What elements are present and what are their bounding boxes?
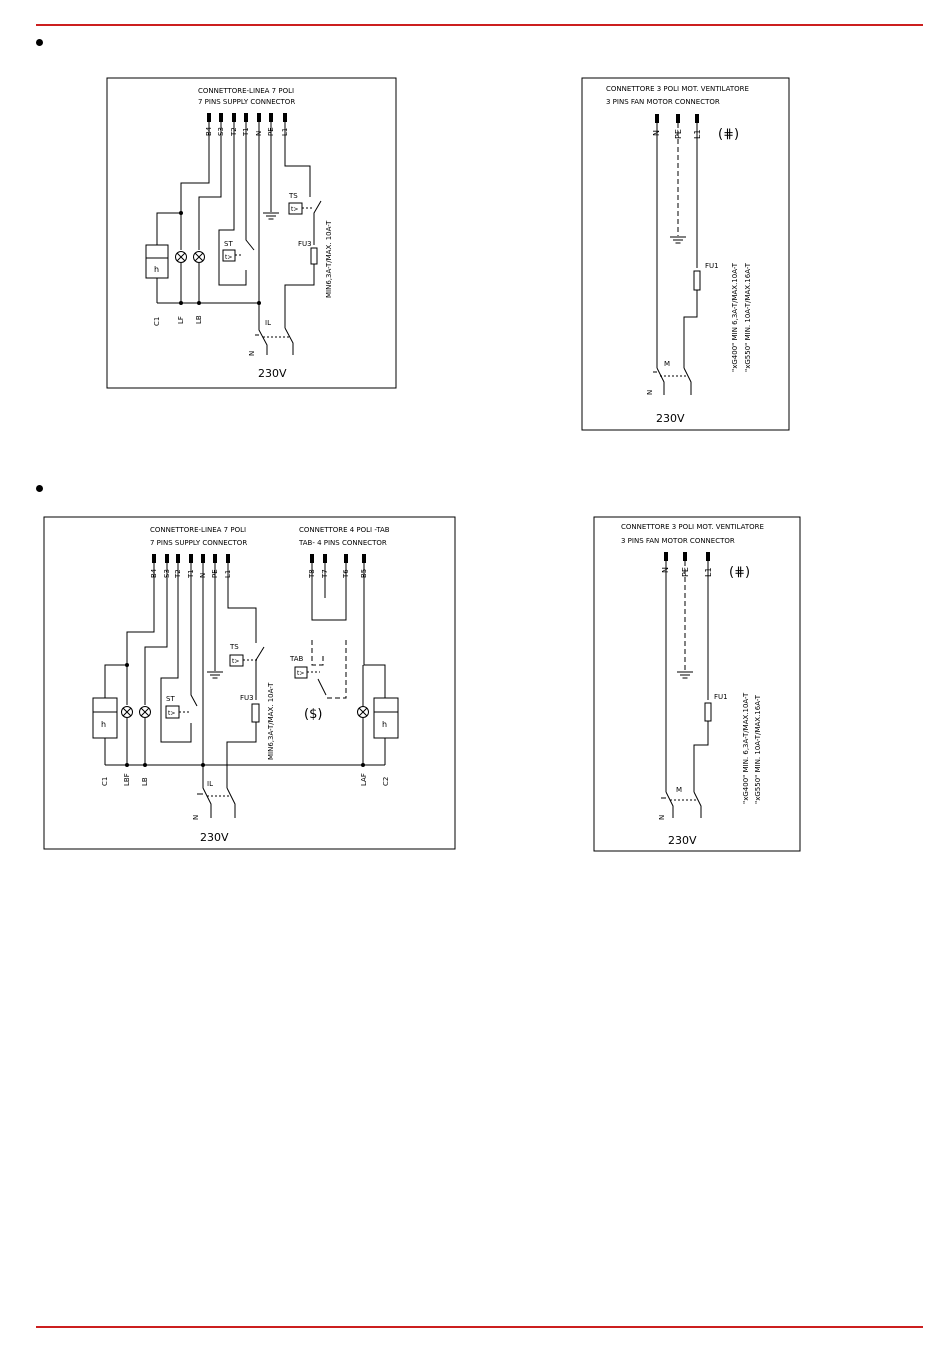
bullet-section-1 <box>36 39 43 46</box>
tab-connector-pins <box>309 553 367 564</box>
tab-label: TAB <box>289 655 304 663</box>
tab-connector-subtitle: TAB- 4 PINS CONNECTOR <box>298 539 387 547</box>
connector-pins <box>206 112 288 123</box>
fuse-label: FU3 <box>298 240 312 248</box>
connector-subtitle: 7 PINS SUPPLY CONNECTOR <box>150 539 247 547</box>
bottom-red-rule <box>36 1326 923 1328</box>
fuse-rating-2: "xG550" MIN. 10A-T/MAX.16A-T <box>754 694 762 804</box>
heater-c2 <box>373 697 399 739</box>
dollar-symbol: ($) <box>304 707 322 722</box>
diagram-frame <box>581 77 790 431</box>
fan-symbol: (⋕) <box>729 565 750 580</box>
voltage-label: 230V <box>258 367 287 380</box>
ts-label: TS <box>229 643 239 651</box>
switch-label: IL <box>265 319 271 327</box>
connector-title: CONNETTORE 3 POLI MOT. VENTILATORE <box>621 523 764 531</box>
load-label: C1 <box>101 777 109 786</box>
st-label: ST <box>166 695 175 703</box>
fuse-rating-1: "xG400" MIN 6,3A-T/MAX.10A-T <box>731 262 739 372</box>
st-label: ST <box>224 240 233 248</box>
heater-c1 <box>92 697 118 739</box>
fuse-label: FU1 <box>714 693 728 701</box>
diagram-frame <box>43 516 456 850</box>
connector-title: CONNETTORE-LINEA 7 POLI <box>198 87 294 95</box>
connector-title: CONNETTORE 3 POLI MOT. VENTILATORE <box>606 85 749 93</box>
fuse-label: FU3 <box>240 694 254 702</box>
neutral-label: N <box>248 351 256 356</box>
fan-symbol: (⋕) <box>718 127 739 142</box>
fuse-rating-2: "xG550" MIN. 10A-T/MAX.16A-T <box>744 262 752 372</box>
neutral-label: N <box>646 390 654 395</box>
ts-label: TS <box>288 192 298 200</box>
st-glyph: t> <box>168 710 175 717</box>
diagram-frame <box>106 77 397 389</box>
fuse-rating: MIN6,3A-T/MAX. 10A-T <box>267 682 275 760</box>
load-label: LBF <box>123 773 131 786</box>
diagram-bottom-left: CONNETTORE-LINEA 7 POLI 7 PINS SUPPLY CO… <box>43 516 456 850</box>
fuse-rating-1: "xG400" MIN. 6,3A-T/MAX.10A-T <box>742 692 750 804</box>
load-label: C1 <box>153 317 161 326</box>
heater-glyph: h <box>154 265 159 274</box>
diagram-bottom-right: CONNETTORE 3 POLI MOT. VENTILATORE 3 PIN… <box>593 516 801 852</box>
load-label: LB <box>141 777 149 786</box>
load-label: LB <box>195 315 203 324</box>
neutral-label: N <box>658 815 666 820</box>
ts-glyph: t> <box>232 658 239 665</box>
tab-glyph: t> <box>297 670 304 677</box>
tab-connector-title: CONNETTORE 4 POLI -TAB <box>299 526 390 534</box>
diagram-top-right: CONNETTORE 3 POLI MOT. VENTILATORE 3 PIN… <box>581 77 790 431</box>
connector-subtitle: 3 PINS FAN MOTOR CONNECTOR <box>606 98 720 106</box>
voltage-label: 230V <box>668 834 697 847</box>
connector-pins <box>151 553 231 564</box>
ts-glyph: t> <box>291 206 298 213</box>
switch-label: M <box>664 360 670 368</box>
connector-title: CONNETTORE-LINEA 7 POLI <box>150 526 246 534</box>
load-label: LAF <box>360 773 368 786</box>
voltage-label: 230V <box>200 831 229 844</box>
switch-label: M <box>676 786 682 794</box>
st-glyph: t> <box>225 254 232 261</box>
load-label: C2 <box>382 777 390 786</box>
connector-subtitle: 3 PINS FAN MOTOR CONNECTOR <box>621 537 735 545</box>
diagram-top-left: CONNETTORE-LINEA 7 POLI 7 PINS SUPPLY CO… <box>106 77 397 389</box>
voltage-label: 230V <box>656 412 685 425</box>
heater-glyph: h <box>101 720 106 729</box>
fuse-rating: MIN6,3A-T/MAX. 10A-T <box>325 220 333 298</box>
neutral-label: N <box>192 815 200 820</box>
fuse-label: FU1 <box>705 262 719 270</box>
diagram-frame <box>593 516 801 852</box>
load-label: LF <box>177 316 185 324</box>
connector-subtitle: 7 PINS SUPPLY CONNECTOR <box>198 98 295 106</box>
switch-label: IL <box>207 780 213 788</box>
top-red-rule <box>36 24 923 26</box>
bullet-section-2 <box>36 485 43 492</box>
heater-glyph: h <box>382 720 387 729</box>
